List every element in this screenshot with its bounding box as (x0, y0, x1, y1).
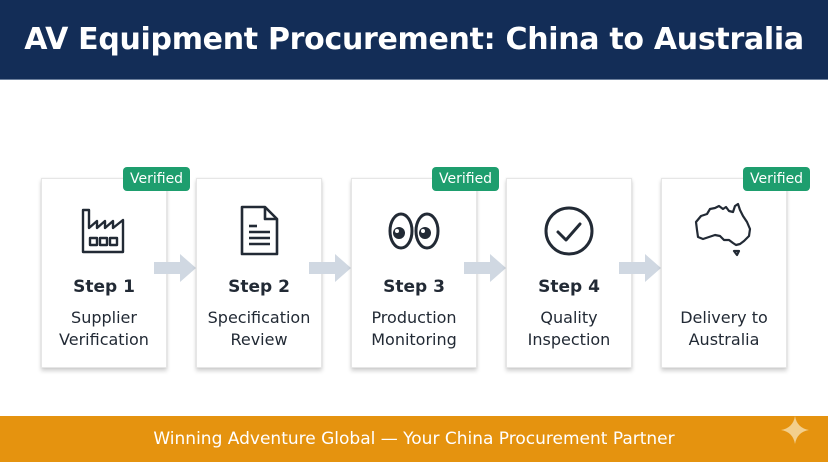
page-title: AV Equipment Procurement: China to Austr… (24, 22, 804, 57)
arrow-right-icon (309, 254, 351, 282)
verified-badge-3: Verified (432, 167, 500, 191)
eyes-icon (386, 203, 442, 259)
step-description: Specification Review (197, 307, 321, 351)
step-description-line2: Monitoring (371, 330, 457, 349)
step-label: Step 3 (383, 277, 445, 297)
step-description-line2: Australia (688, 330, 760, 349)
step-card-3: Step 3 Production Monitoring (351, 178, 477, 368)
step-description: Delivery to Australia (662, 307, 786, 351)
step-card-2: Step 2 Specification Review (196, 178, 322, 368)
arrow-right-icon (154, 254, 196, 282)
step-card-4: Step 4 Quality Inspection (506, 178, 632, 368)
document-icon (231, 203, 287, 259)
step-description: Supplier Verification (42, 307, 166, 351)
step-description-line2: Verification (59, 330, 149, 349)
step-description-line1: Quality (540, 308, 598, 327)
sparkle-icon (781, 416, 809, 444)
step-label: Step 2 (228, 277, 290, 297)
verified-badge-5: Verified (743, 167, 811, 191)
arrow-right-icon (464, 254, 506, 282)
step-card-5: Delivery to Australia (661, 178, 787, 368)
step-label: Step 4 (538, 277, 600, 297)
step-description-line1: Delivery to (680, 308, 768, 327)
arrow-right-icon (619, 254, 661, 282)
step-label: Step 1 (73, 277, 135, 297)
step-description: Production Monitoring (352, 307, 476, 351)
page-header: AV Equipment Procurement: China to Austr… (0, 0, 828, 80)
step-description-line1: Specification (207, 308, 311, 327)
step-description-line2: Inspection (527, 330, 611, 349)
step-description-line1: Production (371, 308, 457, 327)
step-description-line2: Review (230, 330, 288, 349)
footer-tagline: Winning Adventure Global — Your China Pr… (153, 429, 675, 449)
step-description: Quality Inspection (507, 307, 631, 351)
check-circle-icon (541, 203, 597, 259)
factory-icon (76, 203, 132, 259)
verified-badge-1: Verified (123, 167, 191, 191)
step-card-1: Step 1 Supplier Verification (41, 178, 167, 368)
page-footer: Winning Adventure Global — Your China Pr… (0, 416, 828, 462)
australia-map-icon (692, 201, 756, 261)
step-description-line1: Supplier (71, 308, 137, 327)
